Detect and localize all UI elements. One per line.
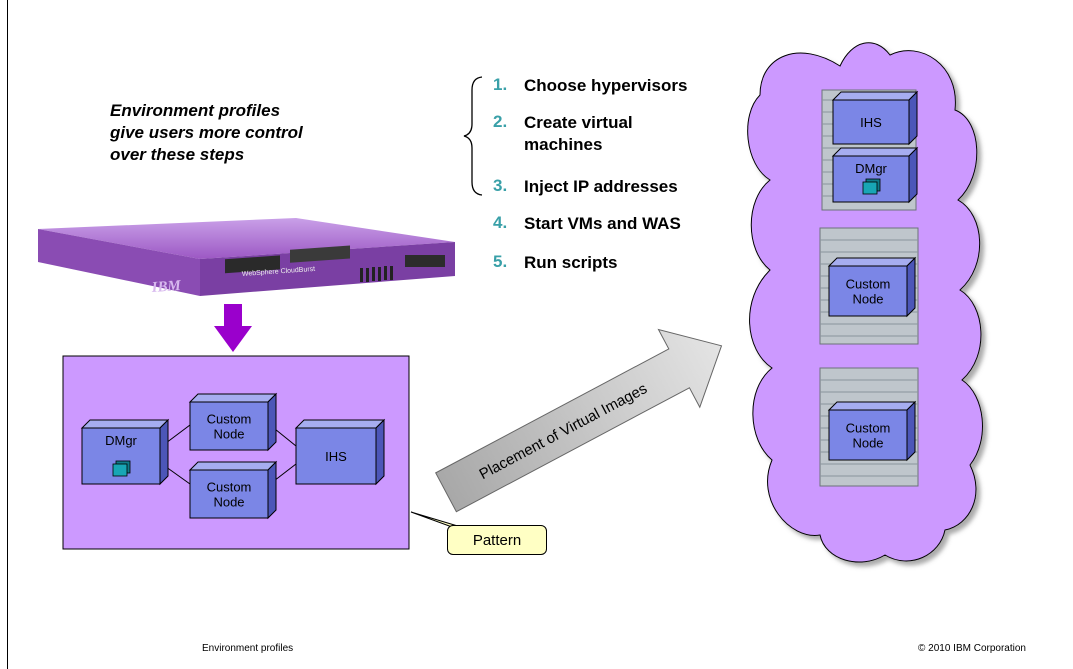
step-text: Start VMs and WAS	[524, 214, 681, 233]
pattern-ihs-node: IHS	[294, 418, 386, 486]
node-label: Custom	[207, 412, 252, 427]
step-3: 3. Inject IP addresses	[493, 176, 678, 198]
pattern-dmgr-node: DMgr	[80, 418, 170, 486]
node-label: DMgr	[855, 161, 887, 176]
grouping-brace	[463, 76, 483, 196]
step-text-line: machines	[524, 135, 603, 154]
down-arrow	[214, 304, 252, 352]
step-1: 1. Choose hypervisors	[493, 75, 687, 97]
step-text: Create virtual machines	[524, 112, 633, 156]
placement-arrow: Placement of Virtual Images	[435, 328, 723, 513]
left-edge-rule	[7, 0, 8, 669]
node-label: IHS	[325, 449, 347, 464]
placement-arrow-label: Placement of Virtual Images	[477, 380, 650, 483]
console-icon	[862, 178, 881, 195]
node-label: Node	[213, 495, 244, 510]
step-5: 5. Run scripts	[493, 252, 618, 274]
node-label: DMgr	[105, 433, 137, 448]
node-label: Node	[213, 427, 244, 442]
note-line-3: over these steps	[110, 145, 245, 164]
step-number: 2.	[493, 112, 508, 131]
node-label: Node	[852, 436, 883, 451]
step-number: 5.	[493, 252, 508, 271]
pattern-callout: Pattern	[447, 525, 547, 555]
step-2: 2. Create virtual machines	[493, 112, 633, 156]
note-line-1: Environment profiles	[110, 101, 281, 120]
footer-copyright: © 2010 IBM Corporation	[918, 643, 1026, 654]
note-line-2: give users more control	[110, 123, 303, 142]
node-label: IHS	[860, 115, 882, 130]
environment-profiles-note: Environment profiles give users more con…	[110, 100, 460, 166]
cloudburst-appliance: IBM WebSphere CloudBurst	[38, 218, 455, 296]
cloud-ihs-node: IHS	[831, 90, 919, 146]
node-label: Custom	[846, 421, 891, 436]
step-text: Choose hypervisors	[524, 76, 688, 95]
step-4: 4. Start VMs and WAS	[493, 213, 681, 235]
step-number: 1.	[493, 75, 508, 94]
step-text-line: Create virtual	[524, 113, 633, 132]
node-label: Custom	[846, 277, 891, 292]
node-label: Custom	[207, 480, 252, 495]
console-icon	[112, 460, 131, 477]
step-text: Inject IP addresses	[524, 177, 678, 196]
cloud-dmgr-node: DMgr	[831, 146, 919, 204]
node-label: Node	[852, 292, 883, 307]
step-text: Run scripts	[524, 253, 618, 272]
step-number: 4.	[493, 213, 508, 232]
appliance-logo: IBM	[150, 278, 182, 296]
footer-title: Environment profiles	[202, 643, 294, 654]
step-number: 3.	[493, 176, 508, 195]
